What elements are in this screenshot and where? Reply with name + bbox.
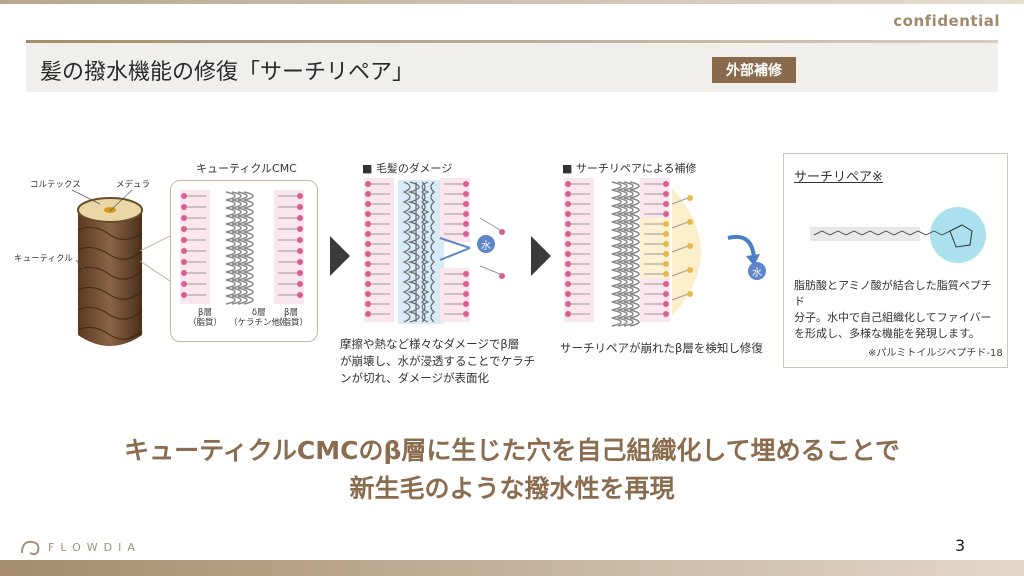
cortex-label: コルテックス xyxy=(30,180,81,190)
repair-diagram xyxy=(564,178,701,327)
beta-left-label: β層（脂質） xyxy=(188,308,223,328)
damage-diagram xyxy=(364,178,505,324)
confidential-label: confidential xyxy=(893,12,1000,30)
flowdia-logo-icon xyxy=(21,540,40,556)
flowdia-logo-text: FLOWDIA xyxy=(48,541,141,554)
arrow-right-icon xyxy=(531,236,551,276)
water-drop-icon: 水 xyxy=(477,235,495,253)
page-title: 髪の撥水機能の修復「サーチリペア」 xyxy=(40,60,415,85)
top-rule xyxy=(0,0,1024,4)
title-bar xyxy=(26,40,998,92)
medulla-label: メデュラ xyxy=(116,180,151,190)
curved-arrow-icon xyxy=(727,235,760,266)
arrow-right-icon xyxy=(330,236,350,276)
hair-leader-lines xyxy=(71,189,171,282)
water-drop-icon: 水 xyxy=(748,262,766,280)
hair-illustration xyxy=(77,197,143,346)
beta-right-label: β層（脂質） xyxy=(274,308,309,328)
tag-badge: 外部補修 xyxy=(712,57,796,83)
cmc-title: キューティクルCMC xyxy=(196,162,297,175)
cuticle-label: キューティクル xyxy=(14,254,73,264)
surchi-repair-box xyxy=(783,153,1008,368)
repair-caption: サーチリペアが崩れたβ層を検知し修復 xyxy=(560,341,763,355)
damage-caption: 摩擦や熱など様々なダメージでβ層 が崩壊し、水が浸透することでケラチ ンが切れ、… xyxy=(340,337,536,385)
repair-title: ■ サーチリペアによる補修 xyxy=(562,162,697,175)
cmc-diagram xyxy=(180,190,304,305)
surchi-repair-title: サーチリペア※ xyxy=(794,170,883,185)
conclusion-text: キューティクルCMCのβ層に生じた穴を自己組織化して埋めることで 新生毛のような… xyxy=(124,436,900,503)
bottom-band xyxy=(0,560,1024,576)
damage-title: ■ 毛髪のダメージ xyxy=(362,162,453,175)
delta-label: δ層（ケラチン他） xyxy=(229,308,289,328)
page-number: 3 xyxy=(955,536,966,555)
surchi-repair-description: 脂肪酸とアミノ酸が結合した脂質ペプチド 分子。水中で自己組織化してファイバー を… xyxy=(794,279,992,340)
surchi-repair-note: ※パルミトイルジペプチド-18 xyxy=(868,348,1003,359)
molecule-illustration xyxy=(810,207,986,263)
